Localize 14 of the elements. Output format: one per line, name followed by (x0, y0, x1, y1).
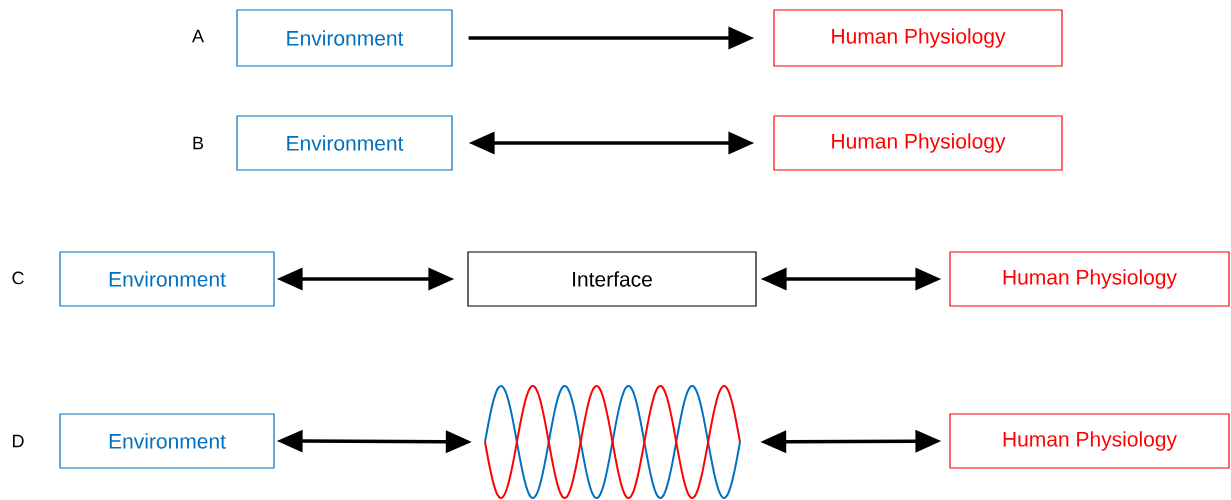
wave-drawing (484, 385, 741, 499)
row-letter: A (192, 29, 204, 43)
row-letter: B (193, 136, 204, 150)
text-box: Human Physiology (949, 413, 1230, 469)
text-box: Human Physiology (949, 251, 1230, 307)
text-box: Environment (59, 251, 275, 307)
row-letter: D (13, 434, 24, 448)
text-box: Human Physiology (773, 115, 1063, 171)
text-box: Environment (236, 115, 453, 171)
row-letter: C (12, 271, 24, 285)
text-box: Interface (467, 251, 757, 307)
text-box: Environment (236, 9, 453, 67)
text-box: Human Physiology (773, 9, 1063, 67)
text-box: Environment (59, 413, 275, 469)
